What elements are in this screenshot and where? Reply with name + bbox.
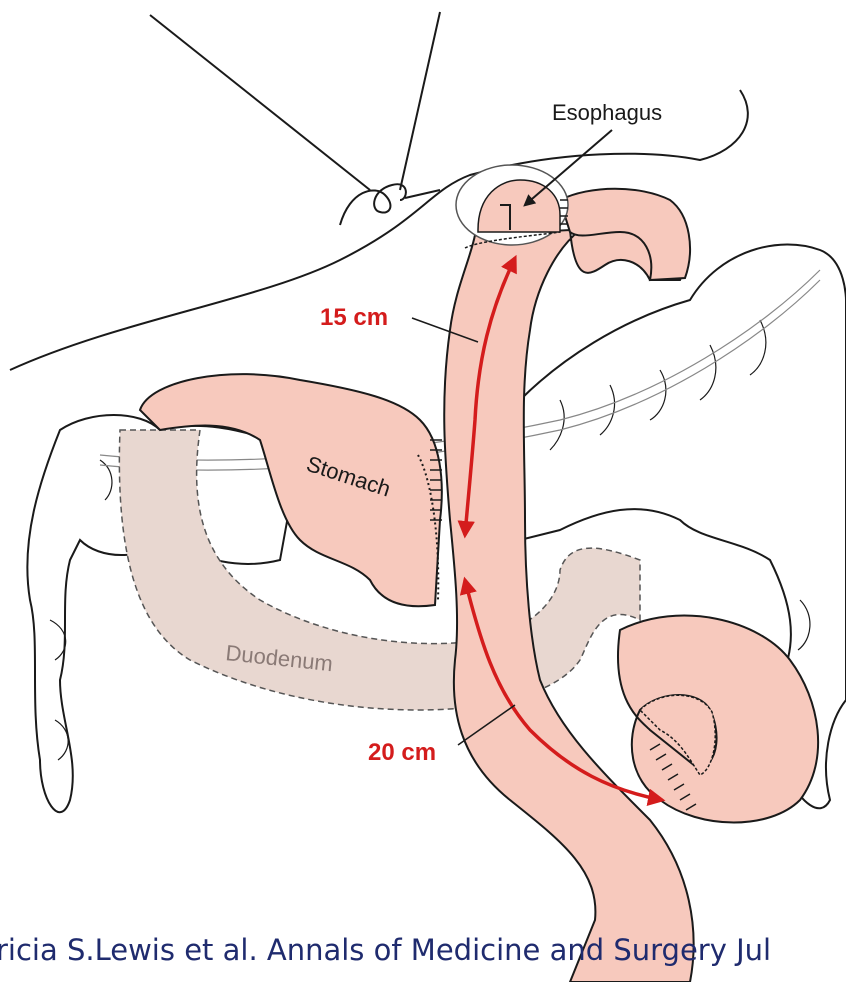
citation-caption: ricia S.Lewis et al. Annals of Medicine … (0, 926, 846, 974)
label-esophagus: Esophagus (552, 100, 662, 125)
label-15cm: 15 cm (320, 304, 388, 331)
label-20cm: 20 cm (368, 739, 436, 766)
retractor (150, 12, 440, 225)
